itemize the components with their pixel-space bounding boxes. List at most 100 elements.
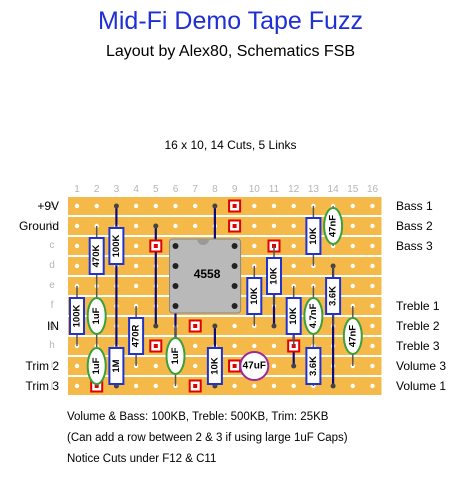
track-cut-center bbox=[232, 204, 237, 208]
ic-pin bbox=[231, 243, 238, 249]
column-number: 5 bbox=[153, 184, 159, 195]
capacitor-body bbox=[86, 297, 107, 335]
strip-hole bbox=[232, 383, 237, 389]
left-connection-label: Ground bbox=[18, 219, 59, 233]
strip-hole bbox=[271, 363, 277, 369]
strip-hole bbox=[350, 283, 355, 289]
page-subtitle: Layout by Alex80, Schematics FSB bbox=[105, 43, 355, 60]
left-connection-label: IN bbox=[47, 319, 59, 333]
strip-hole bbox=[252, 343, 257, 349]
resistor-label: 470K bbox=[91, 245, 102, 268]
column-number: 7 bbox=[192, 184, 198, 195]
resistor-body bbox=[88, 237, 105, 275]
resistor-body bbox=[206, 347, 223, 385]
ic-pin bbox=[172, 303, 179, 309]
ic-pin bbox=[172, 243, 179, 249]
column-number: 15 bbox=[347, 184, 359, 195]
solder-point bbox=[153, 223, 159, 229]
capacitor-body bbox=[342, 317, 363, 355]
column-number: 16 bbox=[366, 184, 379, 195]
strip-hole bbox=[153, 203, 158, 209]
strip-hole bbox=[252, 243, 257, 249]
resistor-body bbox=[305, 347, 322, 385]
capacitor-label: 4.7nF bbox=[308, 303, 319, 328]
capacitor-body bbox=[165, 337, 186, 375]
strip-hole bbox=[370, 383, 375, 389]
resistor-body bbox=[285, 297, 302, 335]
resistor-label: 3.6K bbox=[328, 286, 339, 306]
strip-hole bbox=[370, 243, 375, 249]
solder-point bbox=[113, 203, 119, 209]
note-pot-values: Volume & Bass: 100KB, Treble: 500KB, Tri… bbox=[67, 411, 329, 423]
resistor-label: 470R bbox=[131, 325, 142, 348]
column-number: 3 bbox=[113, 184, 120, 195]
ic-notch bbox=[197, 239, 210, 246]
strip-hole bbox=[193, 343, 198, 349]
strip-hole bbox=[271, 343, 277, 349]
resistor-body bbox=[266, 257, 282, 295]
strip-hole bbox=[133, 283, 139, 289]
resistor-body bbox=[128, 317, 145, 355]
strip-hole bbox=[291, 383, 296, 389]
track-cut-center bbox=[232, 224, 237, 228]
ic-pin bbox=[172, 263, 179, 269]
column-number: 11 bbox=[268, 184, 280, 195]
strip-hole bbox=[193, 363, 198, 369]
right-connection-label: Bass 3 bbox=[396, 239, 433, 253]
strip-hole bbox=[350, 383, 355, 389]
row-letter: b bbox=[49, 220, 55, 231]
resistor-label: 10K bbox=[269, 267, 280, 285]
row-letter: f bbox=[50, 300, 54, 311]
row-letter: h bbox=[49, 340, 55, 351]
row-letter: g bbox=[49, 320, 55, 331]
resistor-body bbox=[108, 347, 125, 385]
electrolytic-capacitor-body bbox=[239, 351, 270, 381]
column-number: 9 bbox=[231, 184, 238, 195]
resistor-body bbox=[246, 277, 263, 315]
row-letter: a bbox=[49, 200, 55, 211]
strip-hole bbox=[291, 223, 296, 229]
right-connection-label: Treble 2 bbox=[396, 319, 440, 333]
strip-hole bbox=[153, 363, 158, 369]
left-connection-label: Trim 3 bbox=[25, 379, 59, 393]
electrolytic-capacitor-label: 47uF bbox=[243, 361, 266, 372]
copper-strip bbox=[68, 197, 382, 215]
column-number: 6 bbox=[172, 184, 179, 195]
capacitor-label: 1uF bbox=[91, 357, 102, 374]
copper-strip bbox=[68, 357, 382, 375]
ic-pin bbox=[231, 263, 238, 269]
left-connection-label: +9V bbox=[37, 199, 59, 213]
solder-point bbox=[330, 383, 336, 389]
resistor-body bbox=[108, 227, 125, 265]
capacitor-label: 1uF bbox=[91, 307, 102, 324]
solder-point bbox=[212, 323, 218, 329]
strip-hole bbox=[173, 203, 178, 209]
track-cut-center bbox=[153, 344, 158, 348]
solder-point bbox=[153, 323, 159, 329]
strip-hole bbox=[370, 323, 375, 329]
solder-point bbox=[271, 323, 277, 329]
strip-hole bbox=[74, 263, 80, 269]
resistor-body bbox=[69, 297, 85, 335]
ic-pin bbox=[231, 303, 238, 309]
board-info: 16 x 10, 14 Cuts, 5 Links bbox=[164, 138, 297, 152]
page-title: Mid-Fi Demo Tape Fuzz bbox=[98, 7, 363, 35]
right-connection-label: Volume 1 bbox=[396, 379, 447, 393]
track-cut-center bbox=[193, 324, 198, 328]
row-letter: i bbox=[50, 360, 54, 371]
strip-hole bbox=[271, 223, 277, 229]
right-connection-label: Bass 1 bbox=[396, 199, 433, 213]
strip-hole bbox=[252, 383, 257, 389]
row-letter: j bbox=[50, 380, 54, 391]
strip-hole bbox=[271, 383, 277, 389]
strip-hole bbox=[350, 263, 355, 269]
track-cut-center bbox=[153, 244, 158, 248]
left-connection-label: Trim 2 bbox=[25, 359, 59, 373]
resistor-label: 10K bbox=[288, 307, 299, 325]
strip-hole bbox=[232, 323, 237, 329]
strip-hole bbox=[370, 203, 375, 209]
resistor-label: 1M bbox=[111, 359, 122, 372]
capacitor-label: 47nF bbox=[347, 325, 358, 347]
capacitor-label: 47nF bbox=[328, 215, 339, 237]
